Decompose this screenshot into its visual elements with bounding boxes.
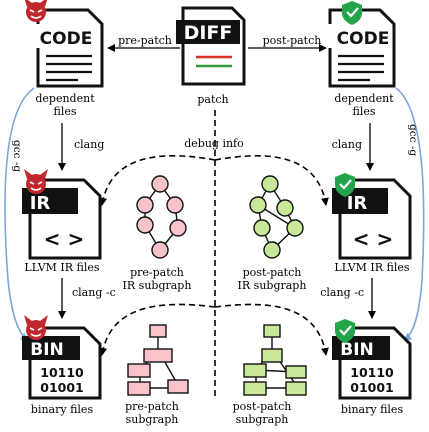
- left-code-label: CODE: [40, 29, 93, 49]
- right-gcc-arrow: [395, 87, 425, 341]
- left-ir-label: IR: [30, 193, 51, 214]
- right-ir-files-label: LLVM IR files: [334, 261, 409, 274]
- left-gcc-label: gcc -g: [11, 140, 23, 172]
- left-binary-files-label: binary files: [31, 403, 94, 416]
- devil-icon: [24, 315, 48, 340]
- patch-document: DIFF: [176, 6, 246, 86]
- left-bin-document: BIN 10110 01001: [22, 326, 102, 400]
- patch-label: patch: [197, 93, 228, 106]
- left-code-document: CODE: [34, 8, 104, 88]
- pre-patch-arrow-label: pre-patch: [118, 34, 172, 47]
- right-code-brackets-icon: < >: [353, 227, 393, 251]
- left-bin-subgraph-label-1: pre-patch: [125, 400, 179, 413]
- right-bin-subgraph: [243, 324, 307, 396]
- debug-info-label: debug info: [184, 137, 244, 150]
- left-clang-label: clang: [74, 138, 104, 151]
- debug-info-arrow-ir-left: [99, 155, 216, 206]
- left-bin-subgraph: [127, 324, 189, 396]
- left-ir-files-label: LLVM IR files: [24, 261, 99, 274]
- diff-banner: [176, 20, 240, 44]
- left-clang-c-label: clang -c: [72, 286, 116, 299]
- diff-label: DIFF: [184, 22, 233, 44]
- right-bin-label: BIN: [340, 340, 374, 360]
- right-dependent-label-1: dependent: [334, 92, 394, 105]
- right-bin-subgraph-label-2: subgraph: [236, 413, 289, 426]
- right-ir-subgraph: [249, 175, 304, 259]
- left-ir-subgraph: [136, 175, 187, 259]
- right-bin-document: BIN 10110 01001: [332, 326, 412, 400]
- left-code-brackets-icon: < >: [44, 227, 84, 251]
- left-bin-label: BIN: [30, 340, 64, 360]
- left-gcc-arrow: [4, 87, 35, 341]
- left-bin-row-2: 01001: [40, 380, 84, 395]
- shield-check-icon: [335, 173, 355, 197]
- shield-check-icon: [342, 1, 362, 25]
- left-bin-row-1: 10110: [40, 365, 84, 380]
- right-binary-files-label: binary files: [341, 403, 404, 416]
- left-dependent-label-1: dependent: [35, 92, 95, 105]
- right-bin-row-2: 01001: [350, 380, 394, 395]
- right-ir-label: IR: [347, 193, 368, 214]
- left-dependent-label-2: files: [53, 105, 76, 118]
- right-gcc-label: gcc -g: [407, 124, 419, 156]
- right-ir-subgraph-label-1: post-patch: [243, 266, 302, 279]
- debug-info-arrow-ir-right: [214, 155, 329, 206]
- left-ir-subgraph-label-1: pre-patch: [130, 266, 184, 279]
- devil-icon: [24, 0, 48, 22]
- right-clang-c-label: clang -c: [320, 286, 364, 299]
- right-clang-label: clang: [332, 138, 362, 151]
- right-dependent-label-2: files: [352, 105, 375, 118]
- devil-icon: [24, 169, 48, 194]
- right-code-document: CODE: [326, 8, 396, 88]
- shield-check-icon: [335, 319, 355, 343]
- right-bin-subgraph-label-1: post-patch: [233, 400, 292, 413]
- debug-info-arrow-bin-right: [214, 303, 329, 356]
- debug-info-arrow-bin-left: [99, 303, 216, 356]
- left-ir-subgraph-label-2: IR subgraph: [123, 279, 192, 292]
- left-bin-subgraph-label-2: subgraph: [126, 413, 179, 426]
- right-bin-row-1: 10110: [350, 365, 394, 380]
- right-ir-subgraph-label-2: IR subgraph: [238, 279, 307, 292]
- post-patch-arrow-label: post-patch: [263, 34, 322, 47]
- right-code-label: CODE: [337, 29, 390, 49]
